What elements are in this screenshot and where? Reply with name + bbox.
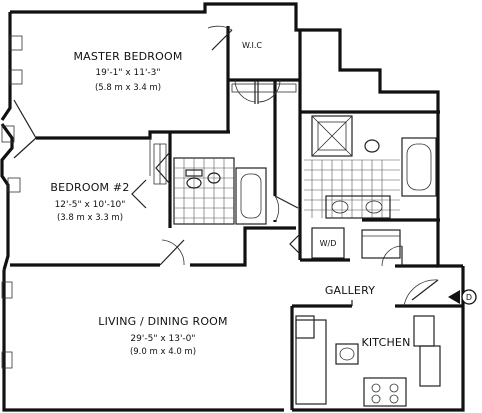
living-room-dim-m: (9.0 m x 4.0 m) [130,347,196,357]
bathroom-center [173,157,267,225]
master-bedroom-name: MASTER BEDROOM [73,50,182,63]
entry-marker: D [448,289,477,305]
living-room-name: LIVING / DINING ROOM [98,315,227,328]
room-labels: MASTER BEDROOM 19'-1" x 11'-3" (5.8 m x … [50,41,410,357]
bedroom2-dim-ft: 12'-5" x 10'-10" [55,200,126,210]
closet-shelving [149,83,297,185]
entry-marker-letter: D [466,293,472,302]
wic-label: W.I.C [242,41,262,50]
windows-left [1,35,37,369]
living-room-dim-ft: 29'-5" x 13'-0" [130,334,195,344]
bathroom-right [304,115,437,219]
master-bedroom-dim-ft: 19'-1" x 11'-3" [95,68,160,78]
laundry-closet [289,227,401,259]
bedroom2-name: BEDROOM #2 [50,181,129,194]
exterior-walls [0,2,465,412]
kitchen-fixtures [295,315,441,407]
wd-label: W/D [320,239,337,248]
doors [131,25,439,307]
bedroom2-dim-m: (3.8 m x 3.3 m) [57,213,123,223]
gallery-name: GALLERY [325,284,375,297]
master-bedroom-dim-m: (5.8 m x 3.4 m) [95,83,161,93]
kitchen-name: KITCHEN [361,336,410,349]
interior-walls [10,26,463,410]
